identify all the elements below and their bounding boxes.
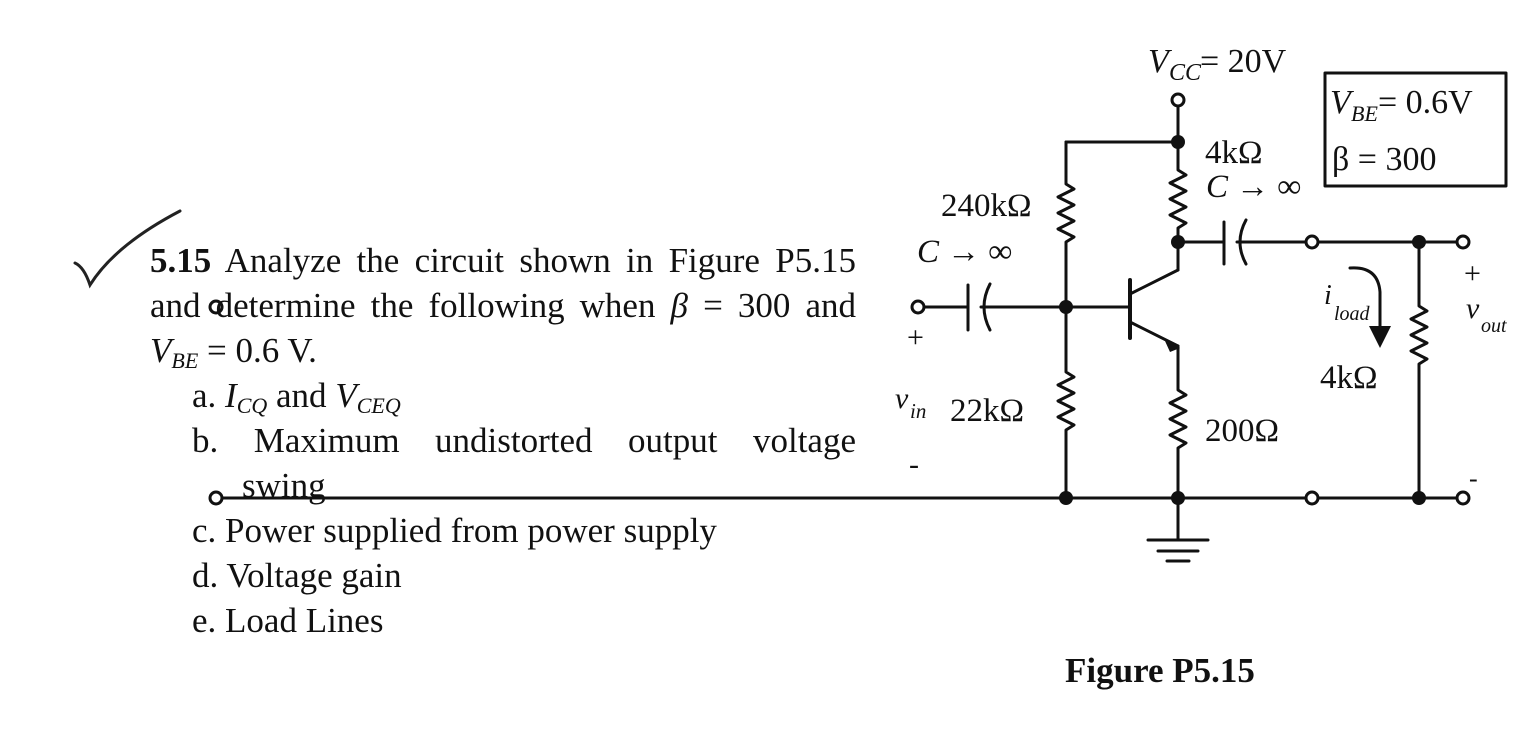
node-dot-output bbox=[1412, 235, 1426, 249]
resistor-collector bbox=[1168, 162, 1188, 244]
label-input-cap: C → ∞ bbox=[917, 234, 1012, 270]
node-dot-ground-bias bbox=[1059, 491, 1073, 505]
iload-label-i: i bbox=[1324, 280, 1332, 311]
beta-symbol: β bbox=[670, 286, 688, 325]
icq-subscript: CQ bbox=[236, 393, 268, 418]
vbe-subscript: BE bbox=[171, 348, 199, 373]
vin-label-v: v bbox=[895, 382, 909, 415]
item-a-and: and bbox=[267, 376, 336, 415]
vin-label-sub: in bbox=[910, 399, 926, 423]
given-vbe-sub: BE bbox=[1351, 101, 1378, 126]
vout-label-v: v bbox=[1466, 292, 1480, 325]
emitter-arrow-head bbox=[1165, 341, 1180, 352]
label-22k: 22kΩ bbox=[950, 393, 1024, 429]
input-ground-terminal bbox=[208, 490, 224, 506]
problem-line-1: 5.15 Analyze the circuit shown in Figure… bbox=[150, 238, 856, 283]
node-dot-collector bbox=[1171, 235, 1185, 249]
given-vbe-value: = 0.6V bbox=[1378, 84, 1473, 121]
load-current-arrow-head bbox=[1369, 326, 1391, 348]
vcc-label-sub: CC bbox=[1169, 60, 1202, 86]
input-terminal bbox=[910, 299, 926, 315]
problem-intro-2b: = 300 and bbox=[687, 286, 856, 325]
node-dot-ground-load bbox=[1412, 491, 1426, 505]
vcc-terminal bbox=[1170, 92, 1186, 108]
output-plus-label: + bbox=[1464, 257, 1481, 290]
problem-line-2: and determine the following when β = 300… bbox=[150, 283, 856, 328]
load-current-arrow bbox=[1348, 266, 1382, 334]
item-b: b. Maximum undistorted output voltage bbox=[192, 421, 856, 460]
figure-caption: Figure P5.15 bbox=[1065, 651, 1255, 690]
problem-intro-1: Analyze the circuit shown in Figure P5.1… bbox=[224, 241, 856, 280]
given-values-box bbox=[1323, 71, 1508, 188]
vcc-label-value: = 20V bbox=[1200, 43, 1287, 80]
node-dot-vcc bbox=[1171, 135, 1185, 149]
vout-minus-terminal bbox=[1455, 490, 1471, 506]
item-a-prefix: a. bbox=[192, 376, 226, 415]
icq-symbol: I bbox=[225, 376, 237, 415]
problem-number: 5.15 bbox=[150, 241, 212, 280]
vceq-subscript: CEQ bbox=[356, 393, 401, 418]
transistor-emitter-lead bbox=[1128, 320, 1180, 348]
input-terminal-plus bbox=[208, 299, 224, 315]
vout-label-sub: out bbox=[1481, 315, 1507, 337]
node-dot-base bbox=[1059, 300, 1073, 314]
problem-items: a. ICQ and VCEQ b. Maximum undistorted o… bbox=[150, 373, 856, 643]
vbe-symbol: V bbox=[150, 331, 172, 370]
problem-line-3: VBE = 0.6 V. bbox=[150, 328, 856, 373]
problem-intro-3: = 0.6 V. bbox=[198, 331, 317, 370]
label-collector-resistor: 4kΩ bbox=[1205, 135, 1263, 171]
problem-intro-2a: and determine the following when bbox=[150, 286, 671, 325]
resistor-240k bbox=[1056, 176, 1076, 252]
item-a: a. ICQ and VCEQ bbox=[192, 373, 856, 418]
problem-statement: 5.15 Analyze the circuit shown in Figure… bbox=[150, 238, 856, 643]
item-c: c. Power supplied from power supply bbox=[192, 511, 717, 550]
vceq-symbol: V bbox=[335, 376, 357, 415]
resistor-emitter bbox=[1168, 364, 1188, 500]
check-mark-icon bbox=[73, 209, 182, 289]
resistor-load bbox=[1409, 298, 1429, 500]
transistor-collector-lead bbox=[1128, 268, 1180, 296]
resistor-22k bbox=[1056, 364, 1076, 438]
output-ground-terminal bbox=[1304, 490, 1320, 506]
output-cap-terminal bbox=[1304, 234, 1320, 250]
label-output-cap: C → ∞ bbox=[1206, 169, 1301, 205]
iload-label-sub: load bbox=[1334, 303, 1371, 325]
label-load-resistor: 4kΩ bbox=[1320, 360, 1378, 396]
item-e: e. Load Lines bbox=[192, 601, 384, 640]
label-emitter-resistor: 200Ω bbox=[1205, 413, 1279, 449]
label-240k: 240kΩ bbox=[941, 188, 1032, 224]
node-dot-ground-emitter bbox=[1171, 491, 1185, 505]
given-beta: β = 300 bbox=[1332, 141, 1436, 178]
input-minus-label: - bbox=[909, 448, 919, 481]
item-d: d. Voltage gain bbox=[192, 556, 402, 595]
input-plus-label: + bbox=[907, 321, 924, 354]
output-minus-label: - bbox=[1469, 464, 1478, 493]
vout-plus-terminal bbox=[1455, 234, 1471, 250]
